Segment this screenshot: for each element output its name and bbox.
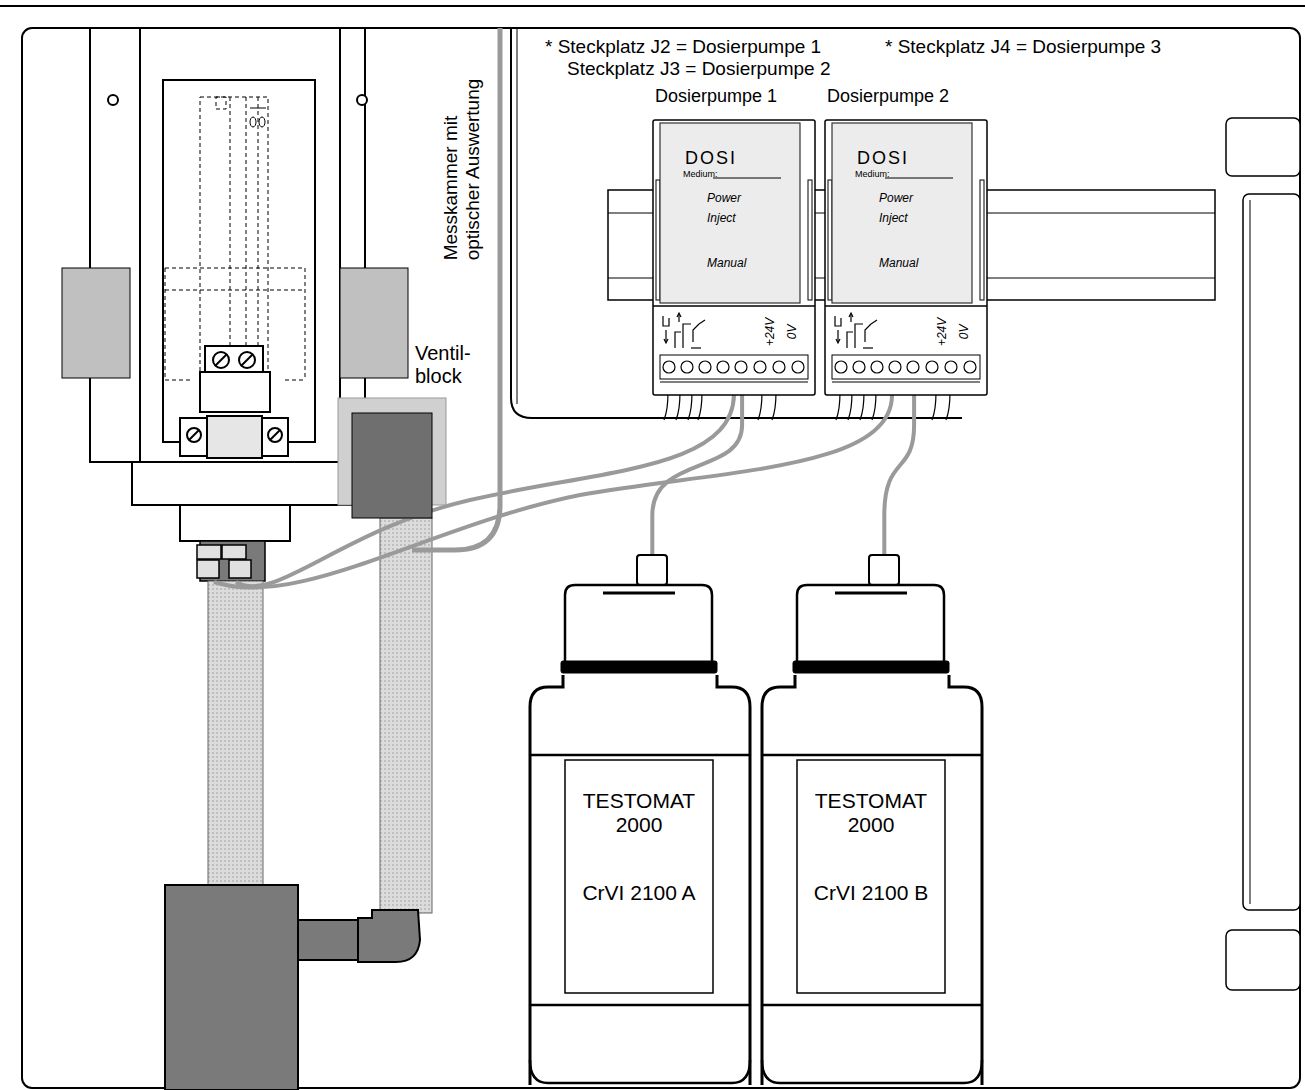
hose-fitting — [197, 541, 265, 581]
drain-hose — [380, 518, 432, 913]
door-strip — [1243, 194, 1300, 910]
led-label: Power — [707, 192, 741, 206]
chamber-frame — [90, 28, 365, 462]
slot-note: * Steckplatz J2 = Dosierpumpe 1 — [545, 36, 821, 58]
frame-line — [0, 5, 1305, 7]
medium-field: Medium: — [683, 169, 718, 179]
mount-hole — [108, 95, 118, 105]
chamber-screw-block — [180, 346, 288, 458]
terminal-label: +24V — [936, 318, 950, 346]
chamber-inner-frame — [140, 28, 340, 462]
door-strip-line — [1250, 200, 1251, 904]
suction-tube — [652, 395, 742, 555]
reagent-bottle: TESTOMAT 2000CrVI 2100 B — [760, 555, 984, 1085]
chamber-label: Messkammer mit optischer Auswertung — [439, 46, 483, 261]
bottle-label: TESTOMAT 2000 — [797, 789, 945, 837]
pump-brand: DOSI — [857, 148, 909, 169]
chamber-window — [163, 80, 315, 442]
led-label: Power — [879, 192, 913, 206]
dosing-pump: Dosierpumpe 2DOSIMedium:PowerInjectManua… — [825, 120, 987, 395]
pump-wires — [664, 392, 950, 420]
bottle-label: TESTOMAT 2000 — [565, 789, 713, 837]
chamber-outlet — [180, 505, 290, 541]
dosing-tube — [236, 395, 734, 586]
mounting-edge — [517, 28, 518, 404]
terminal-label: 0V — [786, 325, 800, 340]
led-label: Inject — [879, 212, 908, 226]
valve-label: Ventil- block — [415, 342, 489, 388]
slot-note: Steckplatz J3 = Dosierpumpe 2 — [567, 58, 831, 80]
pump-heading: Dosierpumpe 1 — [655, 86, 777, 107]
reagent-name: CrVI 2100 B — [797, 881, 945, 905]
button-label: Manual — [707, 257, 746, 271]
drain-box — [165, 885, 298, 1090]
mount-hole — [357, 95, 367, 105]
chamber-hidden-lines — [165, 97, 305, 397]
button-label: Manual — [879, 257, 918, 271]
slot-note: * Steckplatz J4 = Dosierpumpe 3 — [885, 36, 1161, 58]
hinge-lower — [1226, 930, 1300, 990]
valve-block-outline — [338, 398, 446, 518]
reagent-name: CrVI 2100 A — [565, 881, 713, 905]
dosing-tube — [214, 395, 892, 588]
reagent-bottle: TESTOMAT 2000CrVI 2100 A — [528, 555, 752, 1085]
drain-hose — [208, 581, 263, 886]
valve-block: Ventil- block — [338, 398, 446, 518]
suction-tube — [884, 395, 914, 555]
drain-elbow — [358, 910, 420, 962]
clamp-block — [340, 268, 408, 378]
drain-pipe — [298, 920, 358, 960]
pump-heading: Dosierpumpe 2 — [827, 86, 949, 107]
hinge-upper — [1226, 118, 1300, 176]
led-label: Inject — [707, 212, 736, 226]
clamp-block — [62, 268, 130, 378]
dosing-pump: Dosierpumpe 1DOSIMedium:PowerInjectManua… — [653, 120, 815, 395]
terminal-label: +24V — [764, 318, 778, 346]
medium-field: Medium: — [855, 169, 890, 179]
terminal-label: 0V — [958, 325, 972, 340]
pump-brand: DOSI — [685, 148, 737, 169]
sensor-marks — [250, 108, 266, 127]
